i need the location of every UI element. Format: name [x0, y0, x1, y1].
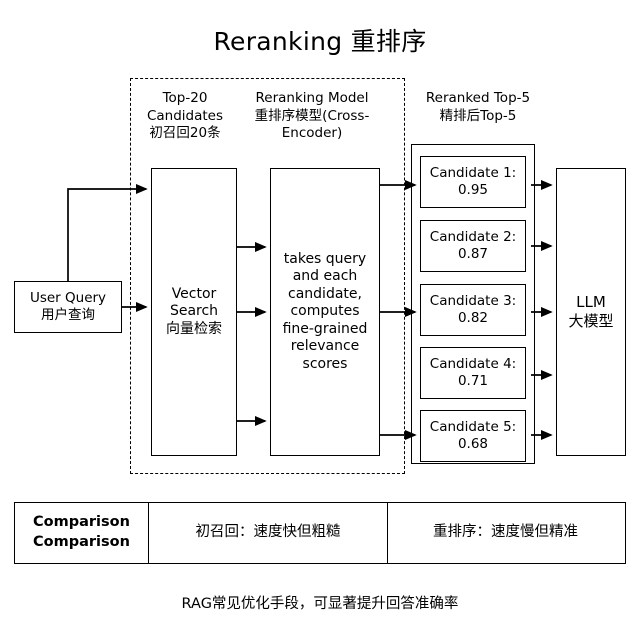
candidate-box-5: Candidate 5:0.68 — [420, 410, 526, 462]
candidate-box-2: Candidate 2:0.87 — [420, 220, 526, 272]
node-user-query: User Query 用户查询 — [14, 281, 122, 333]
comparison-cell-rerank: 重排序：速度慢但精准 — [433, 524, 578, 541]
node-vector-search-line1: Vector — [171, 285, 217, 302]
node-reranking-model-text: takes query and each candidate, computes… — [282, 250, 368, 372]
footer-note: RAG常见优化手段，可显著提升回答准确率 — [181, 596, 459, 612]
candidate-label-4: Candidate 4: — [429, 356, 517, 373]
node-user-query-line2: 用户查询 — [41, 307, 95, 323]
comparison-header-line2: Comparison — [33, 534, 130, 550]
node-llm-line2: 大模型 — [568, 312, 614, 330]
candidate-list-frame — [411, 144, 535, 464]
candidate-score-5: 0.68 — [457, 436, 489, 452]
column-header-top5-line1: Reranked Top-5 — [425, 90, 531, 106]
candidate-label-3: Candidate 3: — [429, 293, 517, 310]
column-header-rerank-line2: 重排序模型(Cross- — [254, 107, 370, 124]
comparison-header-line1: Comparison — [33, 514, 130, 531]
column-header-reranking-model: Reranking Model 重排序模型(Cross- Encoder) — [248, 90, 376, 143]
comparison-table: Comparison Comparison 初召回：速度快但粗糙 重排序：速度慢… — [14, 502, 626, 564]
candidate-label-1: Candidate 1: — [429, 165, 517, 182]
column-header-rerank-line1: Reranking Model — [255, 90, 369, 106]
candidate-box-4: Candidate 4:0.71 — [420, 347, 526, 399]
candidate-score-2: 0.87 — [457, 246, 489, 262]
candidate-box-1: Candidate 1:0.95 — [420, 156, 526, 208]
candidate-score-4: 0.71 — [457, 373, 489, 389]
comparison-header-cell: Comparison Comparison — [15, 503, 149, 563]
candidate-score-3: 0.82 — [457, 310, 489, 326]
column-header-rerank-line3: Encoder) — [281, 125, 343, 142]
node-llm-line1: LLM — [576, 293, 606, 312]
node-vector-search-line3: 向量检索 — [166, 320, 222, 337]
column-header-reranked-top5: Reranked Top-5 精排后Top-5 — [408, 90, 548, 125]
column-header-top20-line3: 初召回20条 — [149, 125, 221, 142]
column-header-top20-line1: Top-20 — [162, 90, 208, 106]
candidate-score-1: 0.95 — [457, 182, 489, 198]
candidate-label-2: Candidate 2: — [429, 229, 517, 246]
node-llm: LLM 大模型 — [556, 168, 626, 456]
candidate-box-3: Candidate 3:0.82 — [420, 284, 526, 336]
candidate-label-5: Candidate 5: — [429, 419, 517, 436]
column-header-top20-line2: Candidates — [146, 107, 224, 124]
comparison-cell-recall: 初召回：速度快但粗糙 — [149, 503, 388, 563]
page-title: Reranking 重排序 — [213, 27, 427, 56]
node-vector-search-line2: Search — [169, 303, 219, 320]
node-vector-search: Vector Search 向量检索 — [151, 168, 237, 456]
column-header-top5-line2: 精排后Top-5 — [439, 107, 517, 124]
node-user-query-line1: User Query — [29, 290, 107, 307]
node-reranking-model: takes query and each candidate, computes… — [270, 168, 380, 456]
column-header-top20: Top-20 Candidates 初召回20条 — [133, 90, 237, 143]
